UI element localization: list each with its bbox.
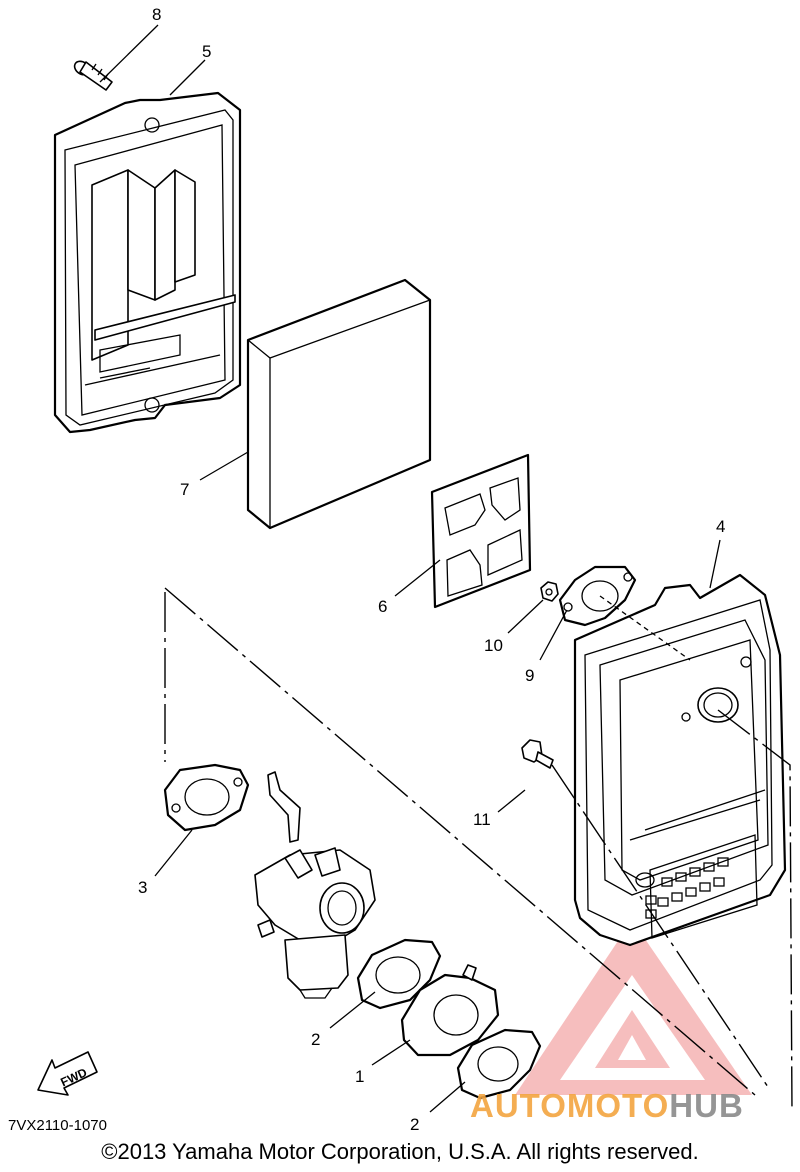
part-8-screw [73, 60, 113, 91]
part-11-bolt [521, 739, 554, 769]
fwd-arrow: FWD [37, 1051, 98, 1096]
part-7-filter-element [246, 278, 432, 530]
part-2-gasket-lower [456, 1028, 542, 1100]
callout-1: 1 [355, 1067, 364, 1086]
callout-3: 3 [138, 878, 147, 897]
part-6-gasket [430, 453, 532, 609]
carburetor [254, 771, 376, 999]
document-code: 7VX2110-1070 [8, 1117, 107, 1134]
watermark-text-automoto: AUTOMOTO [470, 1087, 670, 1124]
part-10-nut [540, 581, 559, 602]
leader-lines [99, 24, 721, 1113]
watermark-logo [515, 920, 752, 1095]
part-4-air-cleaner-cover [573, 573, 787, 947]
callouts: 8 5 7 4 6 10 9 11 3 2 1 2 [138, 5, 725, 1134]
callout-2-lower: 2 [410, 1115, 419, 1134]
watermark-text-hub: HUB [669, 1087, 744, 1124]
copyright-notice: ©2013 Yamaha Motor Corporation, U.S.A. A… [101, 1139, 699, 1164]
callout-9: 9 [525, 666, 534, 685]
watermark-text: AUTOMOTOHUB [470, 1087, 744, 1125]
callout-8: 8 [152, 5, 161, 24]
part-1-insulator [400, 964, 500, 1057]
part-9-gasket [558, 565, 637, 627]
part-3-gasket [163, 763, 250, 832]
assembly-lines [164, 587, 793, 1113]
callout-4: 4 [716, 517, 725, 536]
callout-6: 6 [378, 597, 387, 616]
part-2-gasket-upper [356, 938, 442, 1010]
callout-7: 7 [180, 480, 189, 499]
callout-5: 5 [202, 42, 211, 61]
callout-10: 10 [484, 636, 503, 655]
part-5-air-cleaner-case [53, 91, 242, 434]
callout-11: 11 [473, 810, 491, 829]
callout-2-upper: 2 [311, 1030, 320, 1049]
